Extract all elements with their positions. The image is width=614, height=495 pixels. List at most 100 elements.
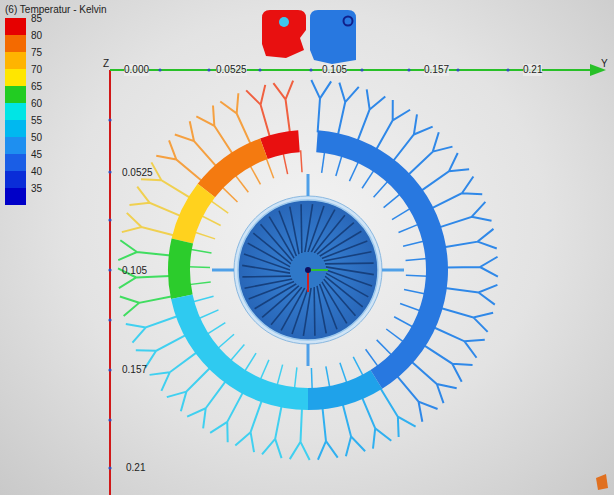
legend-swatch [5,18,26,35]
inner-fin [207,323,226,335]
z-axis [109,70,111,495]
inner-fin [230,345,244,362]
tick-label: 0.0525 [216,64,247,76]
fin [290,408,310,460]
inner-fin [336,155,342,176]
blade [322,282,347,324]
legend-value: 60 [31,98,42,110]
inner-fin [340,363,347,384]
fin [424,345,473,382]
legend-value: 55 [31,115,42,127]
outlet-ring [344,17,353,26]
tick-label: 0.105 [122,265,147,277]
cooling-fins [118,80,498,460]
tick [108,318,111,321]
tick [108,118,111,121]
inner-fin [201,216,221,226]
inner-fin [222,187,238,202]
tick [309,68,312,71]
fin [167,368,211,412]
inner-fin [266,158,274,179]
ring-segment [168,239,193,300]
legend-swatch [5,137,26,154]
inner-fin [326,366,330,388]
legend-value: 70 [31,64,42,76]
fin [397,376,438,422]
legend-swatch [5,35,26,52]
lug [307,344,310,366]
y-axis [110,69,590,71]
legend-title: (6) Temperatur - Kelvin [5,4,107,16]
inner-fin [404,290,426,294]
tick-label: 0.0525 [122,167,153,179]
lug [307,174,310,196]
cold-port [310,10,356,64]
fin [421,153,469,191]
blade [290,207,299,255]
inner-fin [210,200,228,213]
ring-segment [308,370,382,410]
axis-letter: Y [601,58,608,70]
fin [196,105,233,154]
inner-fin [217,334,234,348]
fin [343,404,366,457]
inner-fin [250,165,261,184]
axis-letter: Z [103,58,109,70]
inlet-dot [279,17,289,27]
inner-fin [362,170,374,188]
blade [325,262,374,264]
inner-fin [192,296,213,302]
tick-label: 0.105 [322,64,347,76]
legend-value: 50 [31,132,42,144]
inner-fin [377,340,392,356]
legend-value: 75 [31,47,42,59]
inner-fin [194,232,215,239]
legend-swatch [5,52,26,69]
fin [175,121,217,166]
legend-swatch [5,103,26,120]
tick [207,68,210,71]
tick [506,68,509,71]
tick-label: 0.000 [124,64,149,76]
inner-fin [260,360,269,380]
fin [262,405,282,458]
blade [242,265,290,273]
tick [360,68,363,71]
tick [158,68,161,71]
tick [108,218,111,221]
tick-label: 0.157 [122,364,147,376]
fin [408,132,452,175]
tick [108,466,111,469]
inner-fin [406,258,428,260]
blade [269,217,294,259]
blade [249,282,295,299]
fin [318,407,338,459]
tick [108,268,111,271]
fin [311,80,331,132]
tick [407,68,410,71]
tick [108,368,111,371]
tick-label: 0.157 [424,64,449,76]
legend-swatch [5,69,26,86]
axes [108,64,608,495]
inner-fin [353,357,363,377]
blade [326,267,374,275]
ring-segment [172,184,215,244]
fin [118,240,170,260]
inner-fin [406,275,428,276]
inner-fin [311,368,313,390]
disc-rim [234,196,382,344]
fin [439,202,491,227]
legend-swatch [5,171,26,188]
blade [300,204,302,253]
inner-fin [399,224,419,232]
fin [220,93,251,144]
legend-swatch [5,120,26,137]
legend-swatch [5,154,26,171]
fin [441,308,493,332]
fin [136,335,186,368]
hot-port [262,10,306,58]
blade [245,279,293,288]
inner-fin [277,365,283,386]
